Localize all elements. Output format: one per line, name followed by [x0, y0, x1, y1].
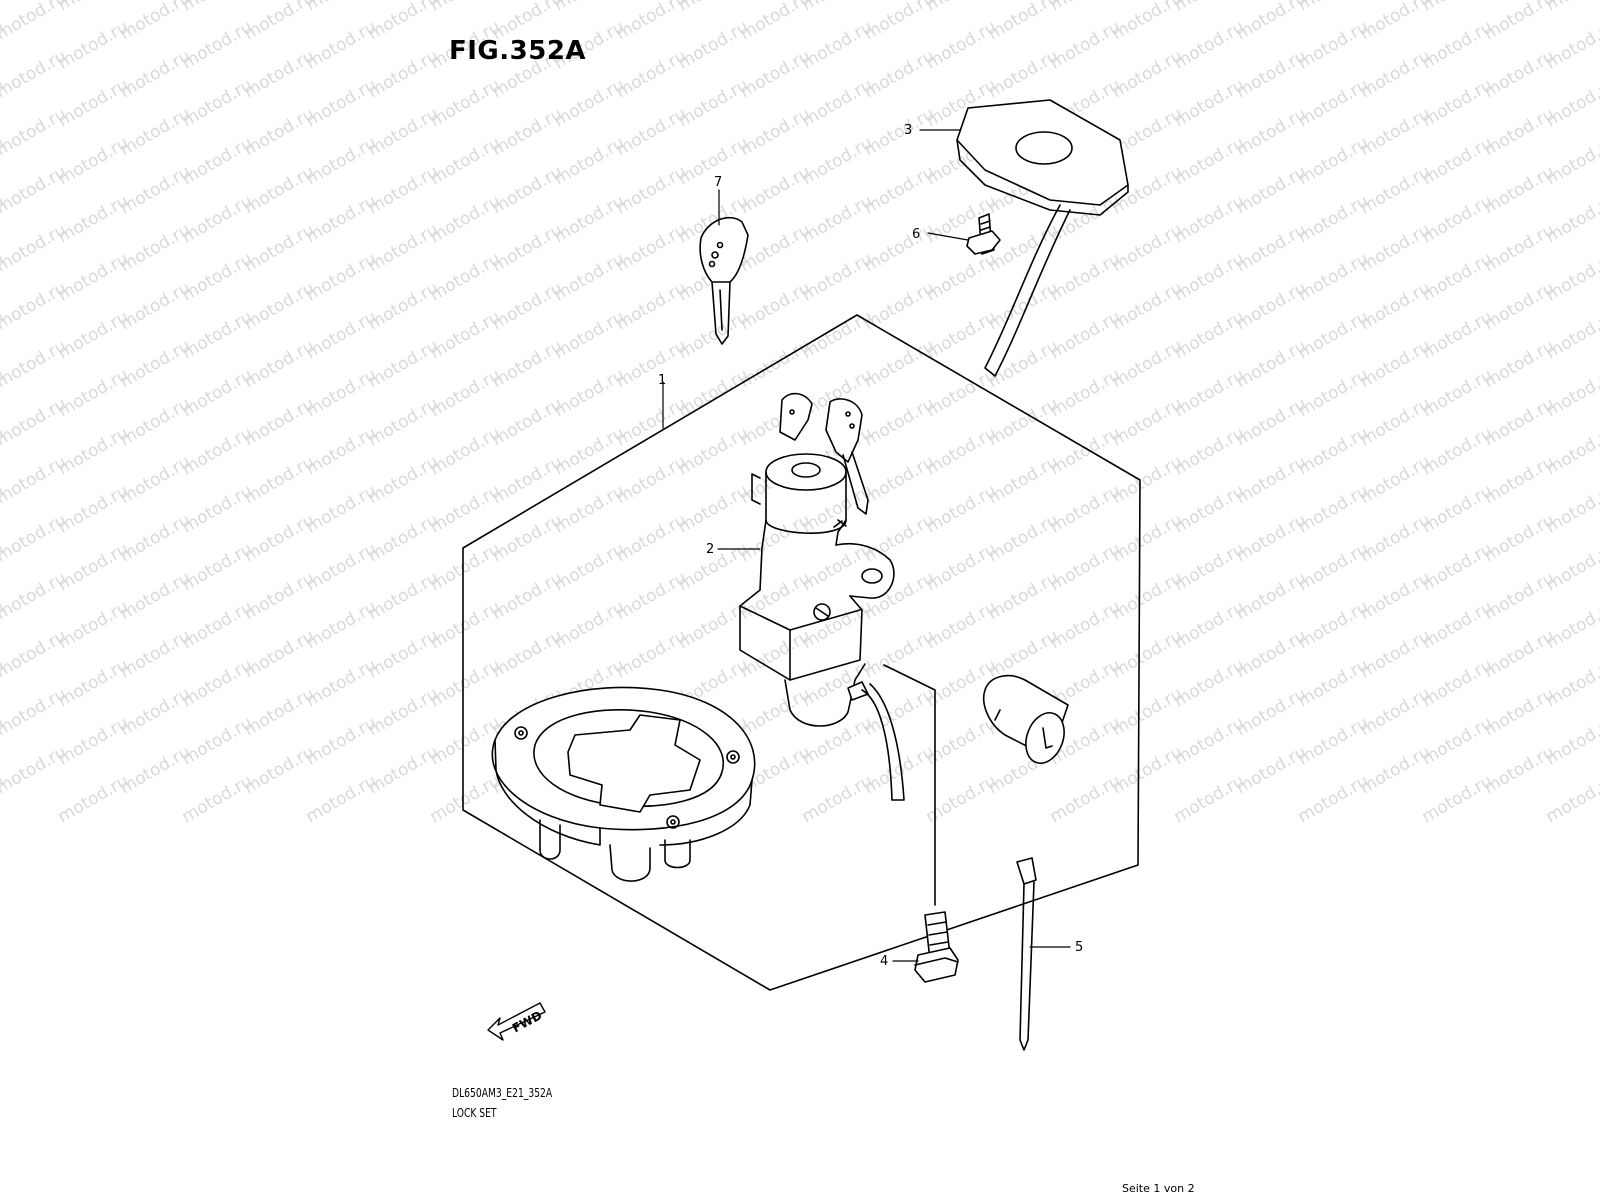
- seat-lock-cylinder: [983, 674, 1069, 764]
- part-3-cap-with-cable: [956, 99, 1129, 377]
- lock-set-assembly-outline: [462, 314, 1141, 991]
- figure-name: LOCK SET: [452, 1106, 497, 1120]
- figure-title: FIG.352A: [449, 36, 587, 66]
- part-5-cable-tie: [1016, 857, 1037, 1051]
- callout-4: 4: [880, 954, 888, 969]
- part-7-key: [699, 216, 749, 345]
- part-2-ignition-switch: [739, 392, 905, 801]
- fuel-cap-assembly: [491, 686, 756, 882]
- callout-7: 7: [714, 175, 722, 190]
- callout-2: 2: [706, 542, 714, 557]
- callout-5: 5: [1075, 940, 1083, 955]
- callout-1: 1: [658, 373, 666, 388]
- part-6-screw: [966, 213, 1001, 255]
- callouts: [662, 129, 1071, 962]
- callout-3: 3: [904, 123, 912, 138]
- part-4-bolt: [914, 911, 959, 983]
- figure-code: DL650AM3_E21_352A: [452, 1086, 553, 1100]
- forward-direction-marker: FWD: [487, 1002, 546, 1041]
- assembly-leader-line: [883, 664, 936, 906]
- callout-6: 6: [912, 227, 920, 242]
- page-indicator: Seite 1 von 2: [1122, 1182, 1195, 1195]
